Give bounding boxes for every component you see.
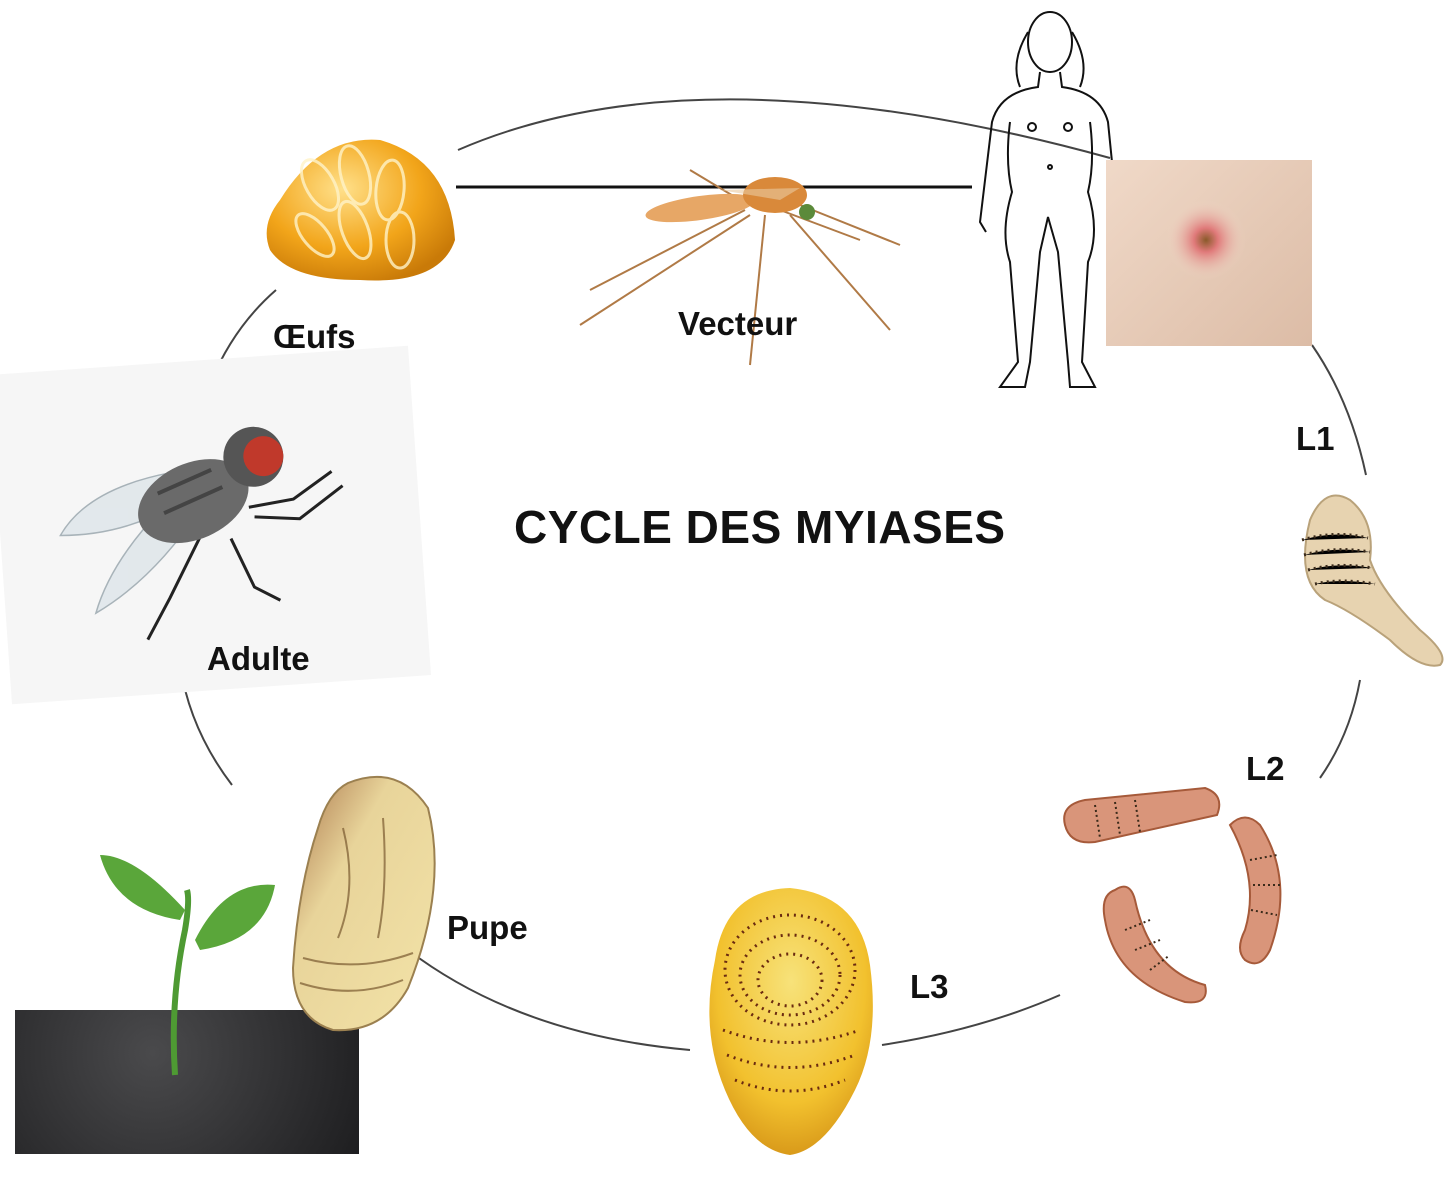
cycle-arc-bottom-right [882,995,1060,1045]
skin-lesion-photo [1106,160,1312,346]
label-l2: L2 [1246,750,1285,788]
l1-larva-illustration [1280,480,1452,680]
label-l1: L1 [1296,420,1335,458]
label-l3: L3 [910,968,949,1006]
diagram-title: CYCLE DES MYIASES [514,500,1006,554]
sprout-illustration [95,850,295,1080]
l2-larvae-illustration [1055,780,1305,1010]
cycle-arc-right-lower [1320,680,1360,778]
egg-cluster-illustration [260,130,460,295]
lesion-mark [1106,160,1312,346]
label-pupa: Pupe [447,909,528,947]
pupa-illustration [288,768,448,1038]
label-vector: Vecteur [678,305,797,343]
label-adult: Adulte [207,640,310,678]
l3-larva-illustration [695,880,885,1160]
label-eggs: Œufs [273,318,356,356]
cycle-arc-bottom-left [408,950,690,1050]
